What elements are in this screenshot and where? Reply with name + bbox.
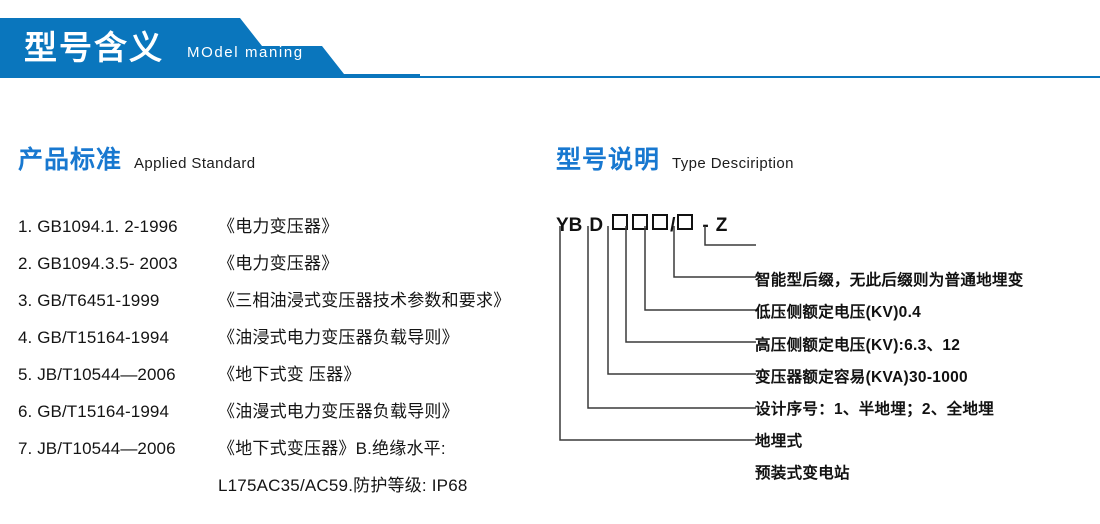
- standard-code: 2. GB1094.3.5- 2003: [18, 254, 178, 273]
- model-code-prefix: YB: [556, 215, 583, 236]
- model-code-box-1: [612, 214, 629, 230]
- model-code-text: YB D / -Z: [556, 214, 727, 237]
- leader-lines: [559, 226, 756, 441]
- standard-name: 《油漫式电力变压器负载导则》: [218, 402, 459, 421]
- model-code: YB D / -Z: [556, 214, 756, 244]
- standard-name: 《地下式变 压器》: [218, 365, 361, 384]
- standard-code: 3. GB/T6451-1999: [18, 291, 160, 310]
- standards-list: 1. GB1094.1. 2-1996《电力变压器》2. GB1094.3.5-…: [18, 212, 548, 508]
- applied-standard-heading-en: Applied Standard: [134, 155, 256, 172]
- label-smart-suffix: 智能型后缀，无此后缀则为普通地埋变: [755, 272, 1024, 289]
- applied-standard-heading-cn: 产品标准: [18, 146, 123, 174]
- banner-rule: [310, 76, 1100, 78]
- banner-title: 型号含义: [24, 29, 164, 66]
- label-rated-capacity: 变压器额定容易(KVA)30-1000: [755, 369, 968, 386]
- model-code-box-4: [677, 214, 694, 230]
- label-design-serial: 设计序号：1、半地埋；2、全地埋: [755, 401, 995, 418]
- type-description-heading: 型号说明 Type Desciription: [556, 140, 794, 176]
- applied-standard-heading: 产品标准 Applied Standard: [18, 140, 256, 176]
- model-code-slash: /: [670, 215, 676, 236]
- standard-code: 6. GB/T15164-1994: [18, 402, 170, 421]
- standard-name: 《三相油浸式变压器技术参数和要求》: [218, 291, 511, 310]
- label-hv-voltage: 高压侧额定电压(KV):6.3、12: [755, 337, 961, 354]
- standard-row: 5. JB/T10544—2006 《地下式变 压器》: [18, 360, 548, 397]
- label-buried-type: 地埋式: [755, 433, 803, 450]
- model-code-letter: D: [589, 215, 604, 236]
- banner-shape: [0, 18, 420, 78]
- type-description-heading-en: Type Desciription: [672, 155, 794, 172]
- standard-name: 《电力变压器》: [218, 254, 339, 273]
- standard-row: 3. GB/T6451-1999 《三相油浸式变压器技术参数和要求》: [18, 286, 548, 323]
- label-lv-voltage: 低压侧额定电压(KV)0.4: [755, 304, 922, 321]
- standard-name: L175AC35/AC59.防护等级: IP68: [218, 476, 468, 495]
- standard-name: 《电力变压器》: [218, 217, 339, 236]
- standard-row: 2. GB1094.3.5- 2003 《电力变压器》: [18, 249, 548, 286]
- page-banner: 型号含义 MOdel maning: [0, 18, 420, 78]
- model-code-dash: -: [702, 215, 709, 236]
- standard-row: 6. GB/T15164-1994 《油漫式电力变压器负载导则》: [18, 397, 548, 434]
- standard-row: 4. GB/T15164-1994 《油浸式电力变压器负载导则》: [18, 323, 548, 360]
- standard-code: 7. JB/T10544—2006: [18, 439, 176, 458]
- type-description-heading-cn: 型号说明: [556, 146, 661, 174]
- standard-row: 1. GB1094.1. 2-1996 《电力变压器》: [18, 212, 548, 249]
- model-code-suffix: Z: [715, 215, 728, 236]
- standard-code: 1. GB1094.1. 2-1996: [18, 217, 178, 236]
- standard-row: L175AC35/AC59.防护等级: IP68: [18, 471, 548, 508]
- standard-name: 《地下式变压器》B.绝缘水平:: [218, 439, 446, 458]
- model-code-box-2: [632, 214, 649, 230]
- label-prefab-station: 预装式变电站: [755, 465, 850, 482]
- model-code-box-3: [652, 214, 669, 230]
- banner-subtitle: MOdel maning: [187, 44, 304, 61]
- standard-row: 7. JB/T10544—2006 《地下式变压器》B.绝缘水平:: [18, 434, 548, 471]
- standard-name: 《油浸式电力变压器负载导则》: [218, 328, 459, 347]
- standard-code: 5. JB/T10544—2006: [18, 365, 176, 384]
- standard-code: 4. GB/T15164-1994: [18, 328, 170, 347]
